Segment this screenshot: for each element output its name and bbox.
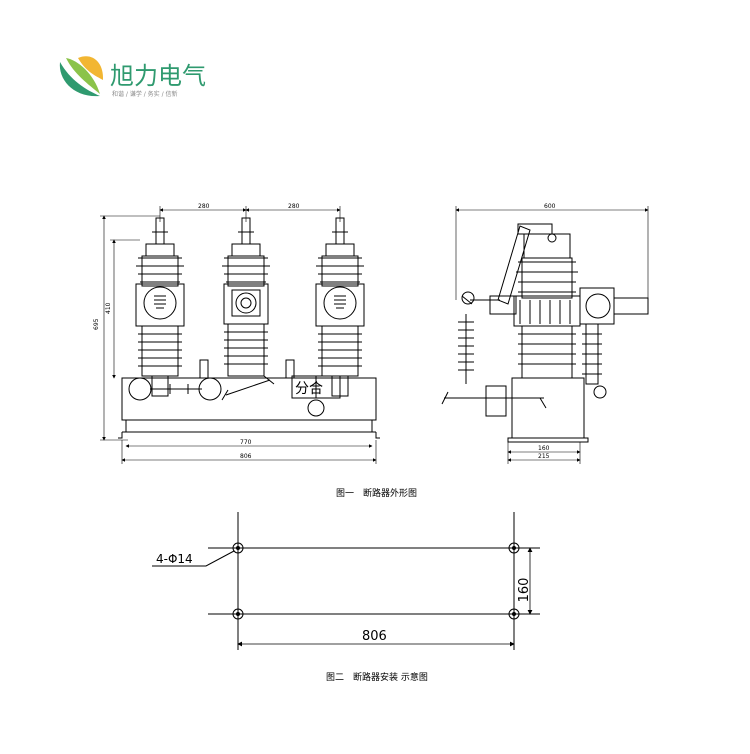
pole-middle [222, 217, 270, 377]
front-dim-total-height: 695 [93, 318, 100, 330]
logo-leaf-yellow [78, 56, 104, 80]
brand-name: 旭力电气 [110, 62, 206, 90]
figure2-caption: 图二 断路器安装 示意图 [326, 671, 428, 683]
logo-leaf-green [59, 62, 100, 97]
brand-slogan: 和谐 / 谦学 / 务实 / 信新 [112, 90, 178, 98]
figure1-caption: 图一 断路器外形图 [336, 487, 417, 499]
pole-left [135, 217, 185, 397]
front-dim-total-width: 806 [240, 453, 252, 460]
front-dim-insulator-height: 410 [105, 302, 112, 314]
front-dim-pitch-1: 280 [198, 203, 210, 210]
mount-dim-width: 806 [362, 629, 387, 644]
switch-label: 分合 [295, 381, 323, 397]
front-dim-pitch-2: 280 [288, 203, 300, 210]
mount-dim-height: 160 [517, 578, 532, 603]
side-dim-base-outer: 215 [538, 453, 550, 460]
side-view [441, 206, 649, 464]
logo-leaf-lightgreen [66, 58, 100, 94]
brand-logo [59, 56, 104, 97]
pole-right [315, 217, 365, 397]
front-dim-inner-width: 770 [240, 439, 252, 446]
side-dim-base-inner: 160 [538, 445, 550, 452]
hole-spec-label: 4-Φ14 [156, 552, 193, 566]
side-dim-total-width: 600 [544, 203, 556, 210]
front-view [100, 206, 380, 464]
mounting-diagram [152, 512, 540, 650]
